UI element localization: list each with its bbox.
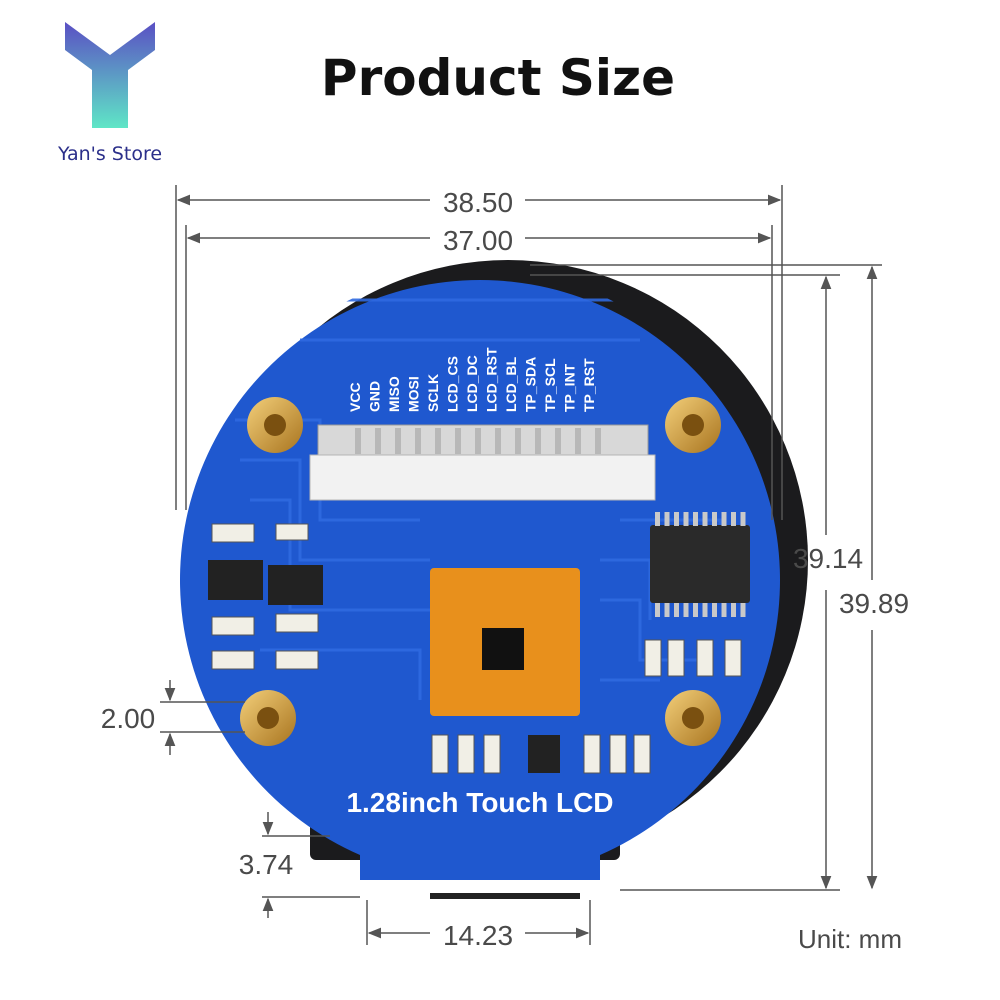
passive-components xyxy=(211,523,742,774)
ic-pin xyxy=(693,512,698,526)
connector-pin xyxy=(555,428,561,454)
connector-pin xyxy=(355,428,361,454)
connector-pin xyxy=(395,428,401,454)
bottom-contact xyxy=(430,893,580,899)
ic-pin xyxy=(740,603,746,617)
mounting-hole-bl xyxy=(240,690,296,746)
pin-label-lcd-rst: LCD_RST xyxy=(484,347,500,412)
ic-pin xyxy=(702,512,708,526)
mounting-hole-br xyxy=(665,690,721,746)
pin-label-tp-rst: TP_RST xyxy=(581,358,597,412)
unit-label: Unit: mm xyxy=(798,924,902,954)
ic-pin xyxy=(712,512,717,526)
ic-pin xyxy=(683,603,689,617)
store-logo: Yan's Store xyxy=(57,22,162,165)
ic-pin xyxy=(731,512,736,526)
logo-mark-icon xyxy=(65,22,155,128)
connector-pin xyxy=(455,428,461,454)
dim-height-outer: 39.89 xyxy=(839,588,909,619)
pin-label-vcc: VCC xyxy=(347,382,363,412)
ic-pin xyxy=(674,603,679,617)
dimension-lines xyxy=(160,185,882,945)
ic-pin xyxy=(702,603,708,617)
connector-pin xyxy=(595,428,601,454)
ic-pin xyxy=(693,603,698,617)
ic-chip xyxy=(650,512,750,617)
regulator-chip-2 xyxy=(268,565,323,605)
board-label: 1.28inch Touch LCD xyxy=(346,787,613,818)
connector-pin xyxy=(495,428,501,454)
ic-pin xyxy=(721,603,727,617)
ic-pin xyxy=(655,512,660,526)
ic-pin xyxy=(674,512,679,526)
dim-tab-width: 14.23 xyxy=(443,920,513,951)
pin-label-tp-scl: TP_SCL xyxy=(542,358,558,412)
connector-pin xyxy=(375,428,381,454)
ic-pin xyxy=(731,603,736,617)
dim-hole-offset: 2.00 xyxy=(101,703,156,734)
ic-pin xyxy=(721,512,727,526)
dim-height-inner: 39.14 xyxy=(793,543,863,574)
pin-label-sclk: SCLK xyxy=(425,374,441,412)
pin-label-gnd: GND xyxy=(367,381,383,412)
connector-pin xyxy=(535,428,541,454)
touch-flex-cable xyxy=(430,568,580,716)
dim-width-inner: 37.00 xyxy=(443,225,513,256)
dim-width-outer: 38.50 xyxy=(443,187,513,218)
pin-label-mosi: MOSI xyxy=(406,376,422,412)
connector-pin xyxy=(575,428,581,454)
ic-pin xyxy=(740,512,746,526)
pin-label-lcd-cs: LCD_CS xyxy=(445,356,461,412)
dimension-labels: 38.50 37.00 39.14 39.89 2.00 3.74 14.23 … xyxy=(101,187,909,954)
pin-label-tp-int: TP_INT xyxy=(562,363,578,412)
pin-label-lcd-bl: LCD_BL xyxy=(503,356,519,412)
fpc-connector xyxy=(309,424,656,501)
ic-pin xyxy=(655,603,660,617)
ic-pin xyxy=(664,512,670,526)
logo-text: Yan's Store xyxy=(57,143,162,165)
small-chip xyxy=(528,735,560,773)
ic-pin xyxy=(712,603,717,617)
connector-pin xyxy=(415,428,421,454)
ic-pin xyxy=(683,512,689,526)
dim-tab-height: 3.74 xyxy=(239,849,294,880)
pin-label-miso: MISO xyxy=(386,376,402,412)
connector-pin xyxy=(475,428,481,454)
ic-pin xyxy=(664,603,670,617)
mounting-hole-tr xyxy=(665,397,721,453)
pin-label-tp-sda: TP_SDA xyxy=(523,357,539,412)
regulator-chip-1 xyxy=(208,560,263,600)
pin-label-lcd-dc: LCD_DC xyxy=(464,355,480,412)
connector-pin xyxy=(515,428,521,454)
page-title: Product Size xyxy=(321,49,675,107)
mounting-hole-tl xyxy=(247,397,303,453)
connector-pin xyxy=(435,428,441,454)
